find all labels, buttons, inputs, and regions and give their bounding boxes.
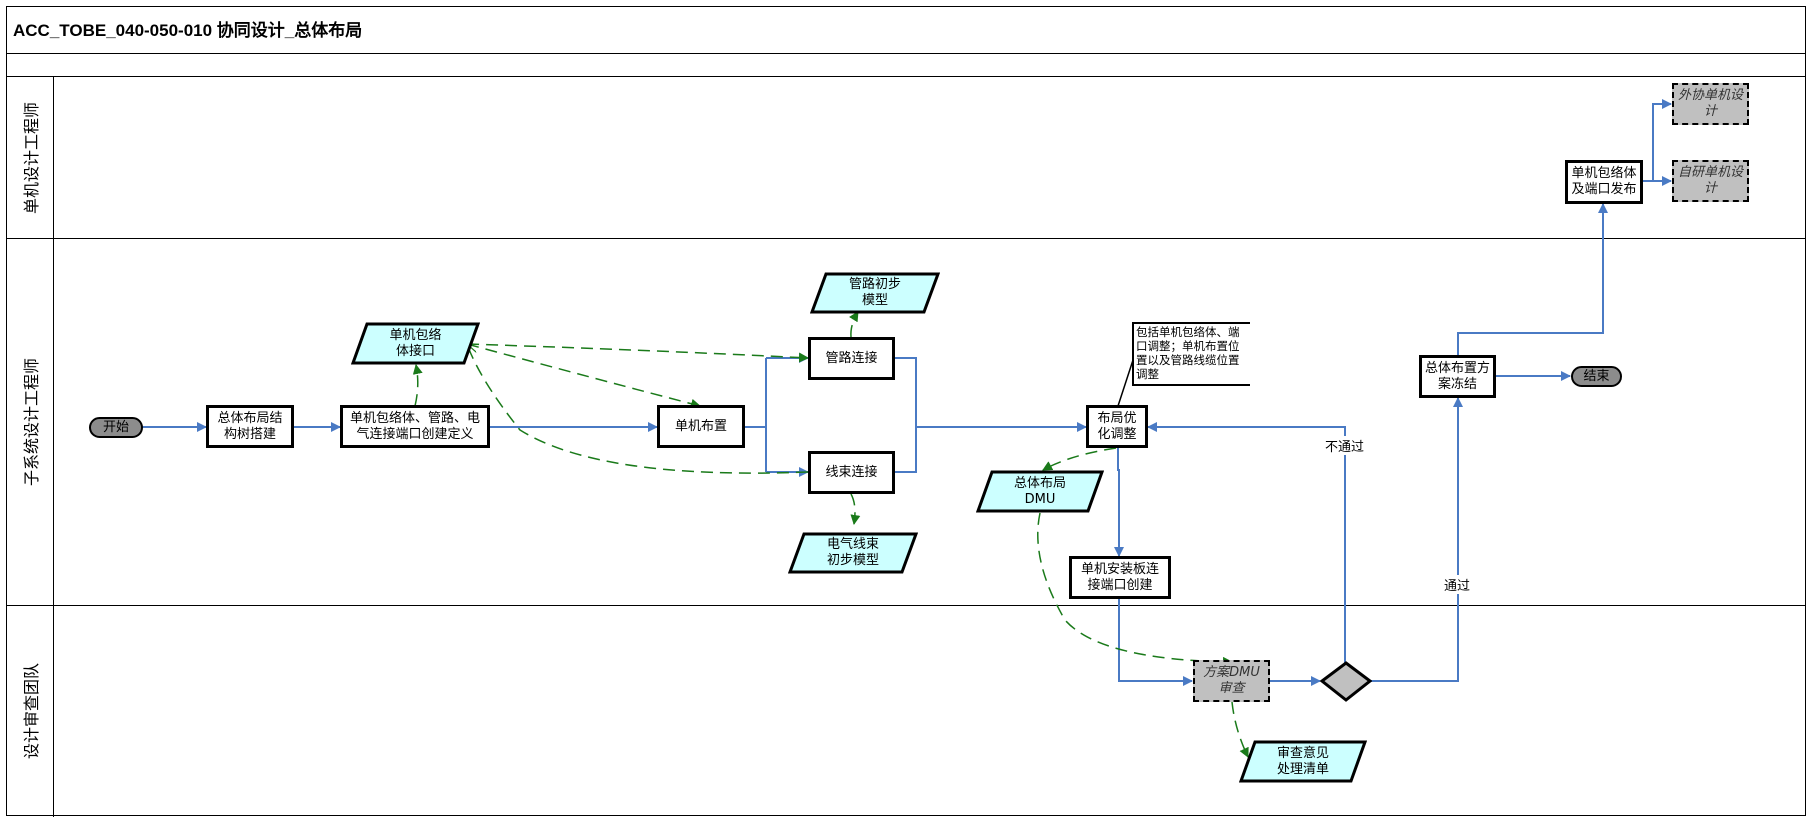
annotation-leader: [1117, 356, 1135, 407]
end-label: 结束: [1583, 368, 1610, 384]
annotation-text: 包括单机包络体、端口调整；单机布置位置以及管路线缆位置调整: [1136, 325, 1240, 381]
lane-subsystem-designer: 子系统设计工程师: [6, 238, 1806, 606]
process-unit-layout[interactable]: 单机布置: [657, 405, 745, 448]
process-layout-optimize[interactable]: 布局优化调整: [1086, 405, 1148, 448]
data-harness-model[interactable]: 电气线束初步模型: [788, 532, 918, 574]
external-dmu-review[interactable]: 方案DMU审查: [1193, 660, 1270, 702]
process-label: 总体布置方案冻结: [1424, 360, 1490, 392]
flow-publish-split: [1642, 99, 1672, 182]
data-label: 电气线束初步模型: [826, 537, 879, 568]
process-label: 单机布置: [674, 418, 727, 434]
data-unit-interface[interactable]: 单机包络体接口: [351, 322, 480, 365]
process-pipe-connect[interactable]: 管路连接: [808, 337, 895, 380]
data-pipe-model[interactable]: 管路初步模型: [810, 272, 940, 314]
diagram-title: ACC_TOBE_040-050-010 协同设计_总体布局: [13, 21, 363, 40]
edge-label-fail: 不通过: [1324, 436, 1366, 455]
lane-unit-designer: 单机设计工程师: [6, 77, 1806, 239]
data-review-to-list: [1231, 701, 1249, 758]
flow-merge: [893, 357, 1086, 473]
process-mount-ports[interactable]: 单机安装板连接端口创建: [1069, 556, 1171, 599]
process-freeze[interactable]: 总体布置方案冻结: [1419, 355, 1496, 398]
parallelogram-shape: [976, 470, 1104, 513]
start-terminal[interactable]: 开始: [89, 417, 143, 438]
flow-layout-split: [743, 358, 767, 472]
data-label: 管路初步模型: [848, 277, 901, 308]
data-pipe-to-model: [849, 311, 859, 338]
process-label: 总体布局结构树搭建: [217, 410, 283, 442]
data-interface-to-pipe: [466, 343, 809, 363]
parallelogram-shape: [1239, 740, 1367, 783]
lane-header: 设计审查团队: [6, 605, 54, 817]
subtitle-row: [6, 53, 1806, 77]
data-interface-to-layout: [466, 343, 701, 409]
parallelogram-shape: [351, 322, 480, 365]
process-publish[interactable]: 单机包络体及端口发布: [1565, 160, 1643, 204]
process-build-tree[interactable]: 总体布局结构树搭建: [206, 405, 294, 448]
parallelogram-shape: [788, 532, 918, 574]
external-inhouse-design[interactable]: 自研单机设计: [1672, 160, 1749, 202]
flow-opt-to-mount: [1114, 448, 1124, 557]
data-label: 审查意见处理清单: [1276, 745, 1329, 777]
annotation-note: 包括单机包络体、端口调整；单机布置位置以及管路线缆位置调整: [1132, 322, 1250, 386]
parallelogram-shape: [810, 272, 940, 314]
lane-review-team: 设计审查团队: [6, 605, 1806, 817]
process-label: 线束连接: [825, 464, 878, 480]
process-label: 单机安装板连接端口创建: [1080, 561, 1159, 593]
title-row: ACC_TOBE_040-050-010 协同设计_总体布局: [6, 6, 1806, 54]
process-harness-connect[interactable]: 线束连接: [808, 451, 895, 494]
flow-decision-pass: [1371, 397, 1463, 682]
lane-header: 单机设计工程师: [6, 77, 54, 238]
data-harness-to-interface: [467, 344, 809, 474]
decision-diamond[interactable]: [1320, 661, 1372, 702]
data-harness-to-model: [850, 493, 861, 525]
edge-label-pass: 通过: [1443, 575, 1472, 594]
external-label: 自研单机设计: [1677, 165, 1743, 196]
data-ports-to-interface: [412, 364, 423, 407]
end-terminal[interactable]: 结束: [1571, 366, 1622, 387]
lane-header: 子系统设计工程师: [6, 238, 54, 605]
process-label: 布局优化调整: [1097, 410, 1137, 442]
process-define-ports[interactable]: 单机包络体、管路、电气连接端口创建定义: [340, 405, 490, 448]
data-opt-to-dmu: [1042, 447, 1117, 471]
external-outsourced-design[interactable]: 外协单机设计: [1672, 83, 1749, 125]
process-label: 单机包络体、管路、电气连接端口创建定义: [349, 410, 480, 442]
flow-freeze-to-publish: [1457, 203, 1608, 355]
data-label: 单机包络体接口: [389, 327, 442, 359]
flow-mount-to-review: [1118, 599, 1193, 686]
flow-decision-fail: [1147, 422, 1346, 664]
data-label: 总体布局DMU: [1013, 475, 1066, 507]
external-label: 外协单机设计: [1677, 88, 1743, 119]
process-label: 管路连接: [825, 350, 878, 366]
process-label: 单机包络体及端口发布: [1571, 166, 1637, 197]
start-label: 开始: [102, 419, 129, 435]
external-label: 方案DMU审查: [1203, 665, 1260, 696]
data-layout-dmu[interactable]: 总体布局DMU: [976, 470, 1104, 513]
diagram-frame: [6, 6, 1806, 816]
data-dmu-to-review: [1037, 512, 1233, 667]
data-review-list[interactable]: 审查意见处理清单: [1239, 740, 1367, 783]
